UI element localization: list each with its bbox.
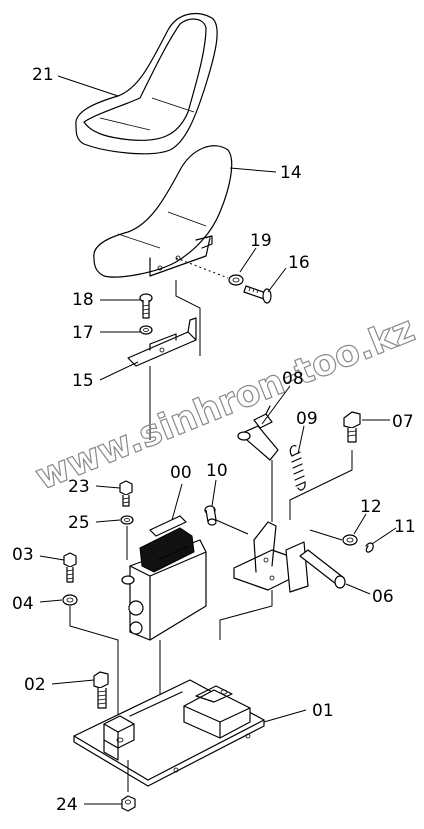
- part-label-03: 03: [12, 545, 34, 565]
- part-09-spring: [289, 445, 306, 491]
- part-14-pedal-pad: [93, 145, 233, 278]
- part-11-clip: [365, 542, 374, 553]
- part-label-00: 00: [170, 463, 192, 483]
- part-label-08: 08: [282, 369, 304, 389]
- part-label-14: 14: [280, 163, 302, 183]
- part-08-lever: [237, 405, 279, 461]
- part-10-pin: [204, 505, 217, 526]
- part-12-washer: [342, 534, 358, 546]
- part-label-12: 12: [360, 497, 382, 517]
- part-label-09: 09: [296, 409, 318, 429]
- part-23-screw: [119, 480, 133, 507]
- part-15-bracket: [127, 317, 197, 367]
- part-25-washer: [120, 515, 134, 525]
- part-24-nut: [121, 795, 136, 812]
- part-label-11: 11: [394, 517, 416, 537]
- part-label-06: 06: [372, 587, 394, 607]
- part-17-washer: [139, 325, 153, 335]
- part-04-nut: [62, 594, 78, 606]
- part-label-21: 21: [32, 65, 54, 85]
- part-label-01: 01: [312, 701, 334, 721]
- part-21-cushion: [75, 12, 218, 155]
- part-16-screw: [243, 285, 272, 304]
- part-label-18: 18: [72, 290, 94, 310]
- part-label-25: 25: [68, 513, 90, 533]
- part-label-02: 02: [24, 675, 46, 695]
- part-06-bracket: [233, 521, 346, 593]
- part-label-16: 16: [288, 253, 310, 273]
- part-19-washer: [228, 274, 244, 286]
- part-label-07: 07: [392, 412, 414, 432]
- part-label-10: 10: [206, 461, 228, 481]
- part-00-valve: [121, 515, 207, 641]
- part-label-04: 04: [12, 594, 34, 614]
- part-label-17: 17: [72, 323, 94, 343]
- part-label-19: 19: [250, 231, 272, 251]
- part-02-bolt: [93, 671, 109, 709]
- part-18-screw: [139, 293, 153, 319]
- part-label-15: 15: [72, 371, 94, 391]
- part-03-bolt: [63, 552, 77, 583]
- part-label-23: 23: [68, 477, 90, 497]
- part-07-bolt: [343, 411, 361, 443]
- part-01-base-plate: [73, 679, 265, 787]
- part-label-24: 24: [56, 795, 78, 815]
